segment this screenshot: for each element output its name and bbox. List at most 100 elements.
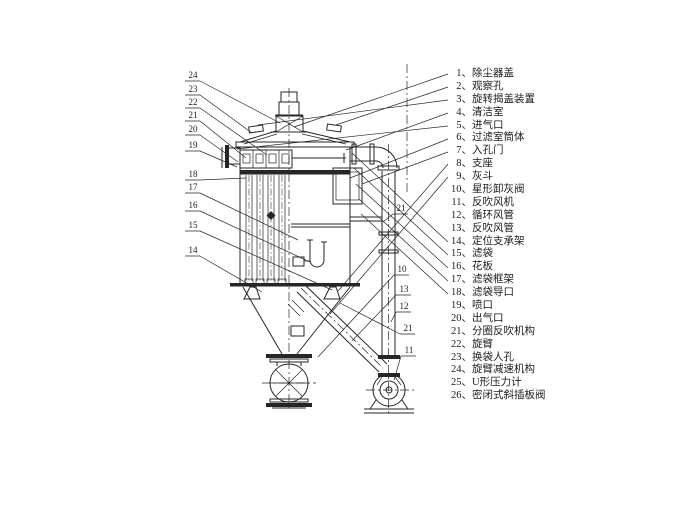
legend-item-label: 清洁室: [472, 106, 504, 118]
legend-item: 4、清洁室: [450, 105, 546, 118]
legend-item-label: 支座: [472, 158, 493, 170]
legend-item-label: 星形卸灰阀: [472, 183, 525, 195]
legend-item: 24、旋臂减速机构: [450, 362, 546, 375]
callout-number: 11: [404, 345, 414, 355]
legend-item: 20、出气口: [450, 311, 546, 324]
legend-item: 3、旋转揭盖装置: [450, 92, 546, 105]
legend-item: 2、观察孔: [450, 79, 546, 92]
circulation-duct: [350, 171, 400, 377]
legend-item: 21、分圈反吹机构: [450, 324, 546, 337]
legend-item-number: 25、: [451, 377, 472, 389]
legend-item: 26、密闭式斜插板阀: [450, 388, 546, 401]
legend-item: 23、换袋人孔: [450, 350, 546, 363]
backblow-fan: [364, 373, 414, 414]
callout-number: 16: [188, 200, 198, 210]
callout-number: 24: [188, 70, 198, 80]
legend-item-label: 入孔门: [472, 145, 504, 157]
callout-number: 22: [188, 97, 198, 107]
arm-reducer-motor: [271, 91, 307, 133]
legend-item-label: 喷口: [472, 299, 493, 311]
legend-item-label: 密闭式斜插板阀: [472, 390, 546, 402]
callout-number: 12: [399, 301, 409, 311]
legend-item: 11、反吹风机: [450, 195, 546, 208]
legend-item-label: 过滤室筒体: [472, 132, 525, 144]
legend-item: 19、喷口: [450, 298, 546, 311]
legend-item-number: 5、: [456, 119, 472, 131]
legend-item-label: 旋臂减速机构: [472, 364, 535, 376]
legend-item: 13、反吹风管: [450, 221, 546, 234]
callout-number: 21: [396, 203, 406, 213]
legend-item-label: 定位支承架: [472, 235, 525, 247]
legend-item: 16、花板: [450, 259, 546, 272]
legend-item: 17、滤袋框架: [450, 272, 546, 285]
legend-item-number: 3、: [456, 93, 472, 105]
legend-item-label: 进气口: [472, 119, 504, 131]
legend-item: 5、进气口: [450, 118, 546, 131]
callout-number: 15: [188, 220, 198, 230]
callout-number: 23: [188, 84, 198, 94]
legend-item-number: 11、: [451, 196, 472, 208]
legend-item-label: 旋臂: [472, 338, 493, 350]
legend-item-number: 2、: [456, 80, 472, 92]
legend-item-label: 灰斗: [472, 171, 493, 183]
legend-item-number: 12、: [451, 209, 472, 221]
legend-item: 25、U形压力计: [450, 375, 546, 388]
legend-item: 22、旋臂: [450, 337, 546, 350]
legend-item-number: 26、: [451, 390, 472, 402]
legend-item-number: 15、: [451, 248, 472, 260]
backblow-pipe: [296, 284, 388, 373]
legend-item-number: 4、: [456, 106, 472, 118]
manhole-door: [332, 167, 363, 205]
callout-number: 21: [188, 110, 198, 120]
legend-item-number: 14、: [451, 235, 472, 247]
legend-item-number: 6、: [456, 132, 472, 144]
legend-item-number: 23、: [451, 351, 472, 363]
legend-item-label: 滤袋: [472, 248, 493, 260]
legend-item-number: 7、: [456, 145, 472, 157]
legend-item-label: 滤袋导口: [472, 287, 514, 299]
callout-number: 13: [399, 284, 409, 294]
callout-leader-lines: [185, 80, 416, 381]
legend-item-label: 分圈反吹机构: [472, 325, 535, 337]
legend-item-number: 1、: [456, 67, 472, 79]
legend-item-number: 16、: [451, 261, 472, 273]
filter-bags: [244, 175, 287, 285]
legend-item: 15、滤袋: [450, 246, 546, 259]
legend-item: 12、循环风管: [450, 208, 546, 221]
legend-item-number: 10、: [451, 183, 472, 195]
vessel-shell: [221, 145, 351, 283]
legend-item-label: 除尘器盖: [472, 67, 514, 79]
legend-item-number: 13、: [451, 222, 472, 234]
star-valve: [266, 354, 312, 409]
callout-number: 19: [188, 140, 198, 150]
legend-item-number: 22、: [451, 338, 472, 350]
legend-item-number: 21、: [451, 325, 472, 337]
legend-item: 6、过滤室筒体: [450, 130, 546, 143]
legend-item-number: 19、: [451, 299, 472, 311]
callout-number: 14: [188, 245, 198, 255]
ash-hopper: [242, 286, 351, 355]
support-brackets: [230, 283, 360, 300]
legend-item-number: 18、: [451, 287, 472, 299]
callout-number: 17: [188, 182, 198, 192]
legend-item-label: 出气口: [472, 312, 504, 324]
legend-leader-lines: [236, 73, 449, 315]
callout-number: 10: [397, 264, 407, 274]
callout-number: 21: [403, 323, 413, 333]
callout-number: 20: [188, 124, 198, 134]
callout-number: 18: [188, 169, 198, 179]
legend-item-label: 观察孔: [472, 80, 504, 92]
legend-item-label: 换袋人孔: [472, 351, 514, 363]
legend-item: 7、入孔门: [450, 143, 546, 156]
legend-item-label: 花板: [472, 261, 493, 273]
legend-item: 10、星形卸灰阀: [450, 182, 546, 195]
legend-item-label: 反吹风机: [472, 196, 514, 208]
legend-item-number: 17、: [451, 274, 472, 286]
legend-item-label: 旋转揭盖装置: [472, 93, 535, 105]
legend-item: 1、除尘器盖: [450, 66, 546, 79]
legend-item: 18、滤袋导口: [450, 285, 546, 298]
legend-item: 9、灰斗: [450, 169, 546, 182]
